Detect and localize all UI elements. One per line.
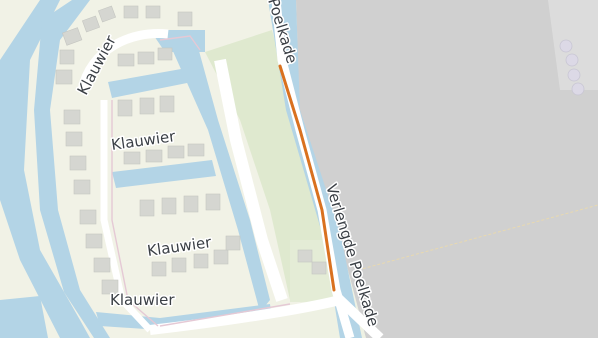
canal-south-west [0,296,48,338]
canal-outer [0,0,90,338]
building-group-top [55,5,193,85]
road-south [149,294,384,338]
road-klauwier-west [100,100,153,333]
route-line [278,64,336,292]
footpath-1 [111,100,159,327]
canal-inner-east [168,40,270,312]
industrial-edge-strip [548,0,598,90]
label-klauwier-3: Klauwier [110,291,175,309]
park-area [205,30,336,300]
canal-left [34,0,110,338]
building-group-lower [79,193,241,295]
boundary-line [357,204,598,271]
canal-cross-2 [112,160,216,188]
footpath-2 [159,35,201,51]
road-klauwier-main [77,29,169,92]
industrial-area [296,0,598,338]
storage-tanks [559,39,585,96]
road-park-path [214,58,288,302]
building-group-park [297,249,327,275]
footpath-3 [159,303,291,327]
building-group-middle [63,95,205,195]
canal-cross-1 [108,66,202,98]
